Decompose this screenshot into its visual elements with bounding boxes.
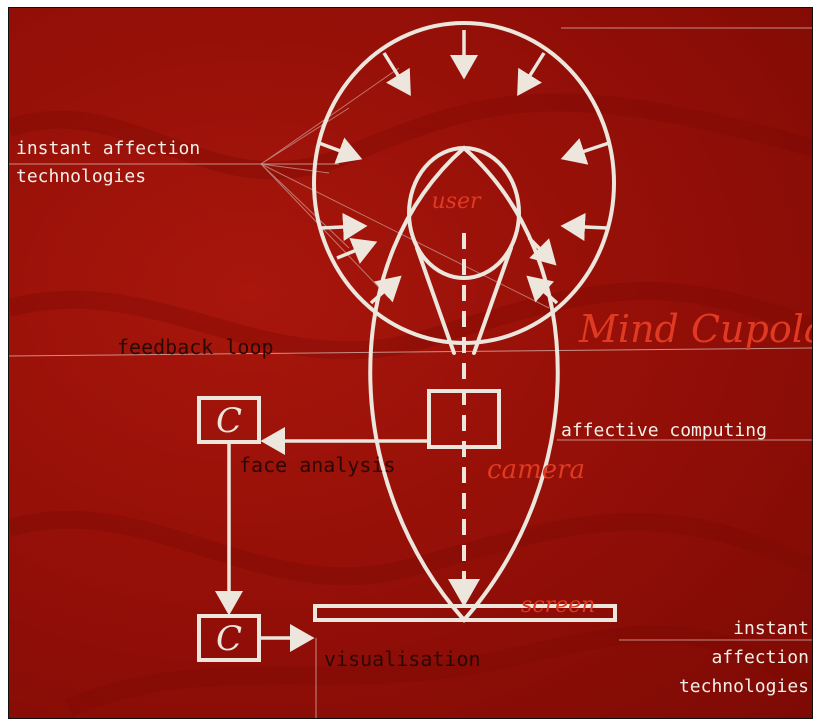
instant-affection-top-line2: technologies: [16, 166, 146, 187]
feedback-loop-label: feedback loop: [117, 335, 274, 359]
affective-computing-label: affective computing: [561, 420, 767, 441]
instant-affection-bottom-line3: technologies: [679, 676, 809, 697]
user-script-label: user: [432, 189, 482, 214]
camera-script-label: camera: [487, 455, 585, 485]
diagram-frame: C C user Mind Cupola camera screen insta…: [8, 7, 813, 719]
visualisation-box-glyph: C: [216, 619, 242, 659]
mind-cupola-script-label: Mind Cupola: [578, 307, 813, 351]
visualisation-label: visualisation: [324, 647, 481, 671]
instant-affection-top-line1: instant affection: [16, 138, 200, 159]
instant-affection-bottom-line1: instant: [733, 618, 809, 639]
screen-script-label: screen: [521, 593, 595, 618]
mind-cupola-diagram: C C user Mind Cupola camera screen insta…: [9, 8, 813, 719]
face-analysis-label: face analysis: [239, 453, 396, 477]
face-analysis-box-glyph: C: [216, 401, 242, 441]
instant-affection-bottom-line2: affection: [711, 647, 809, 668]
